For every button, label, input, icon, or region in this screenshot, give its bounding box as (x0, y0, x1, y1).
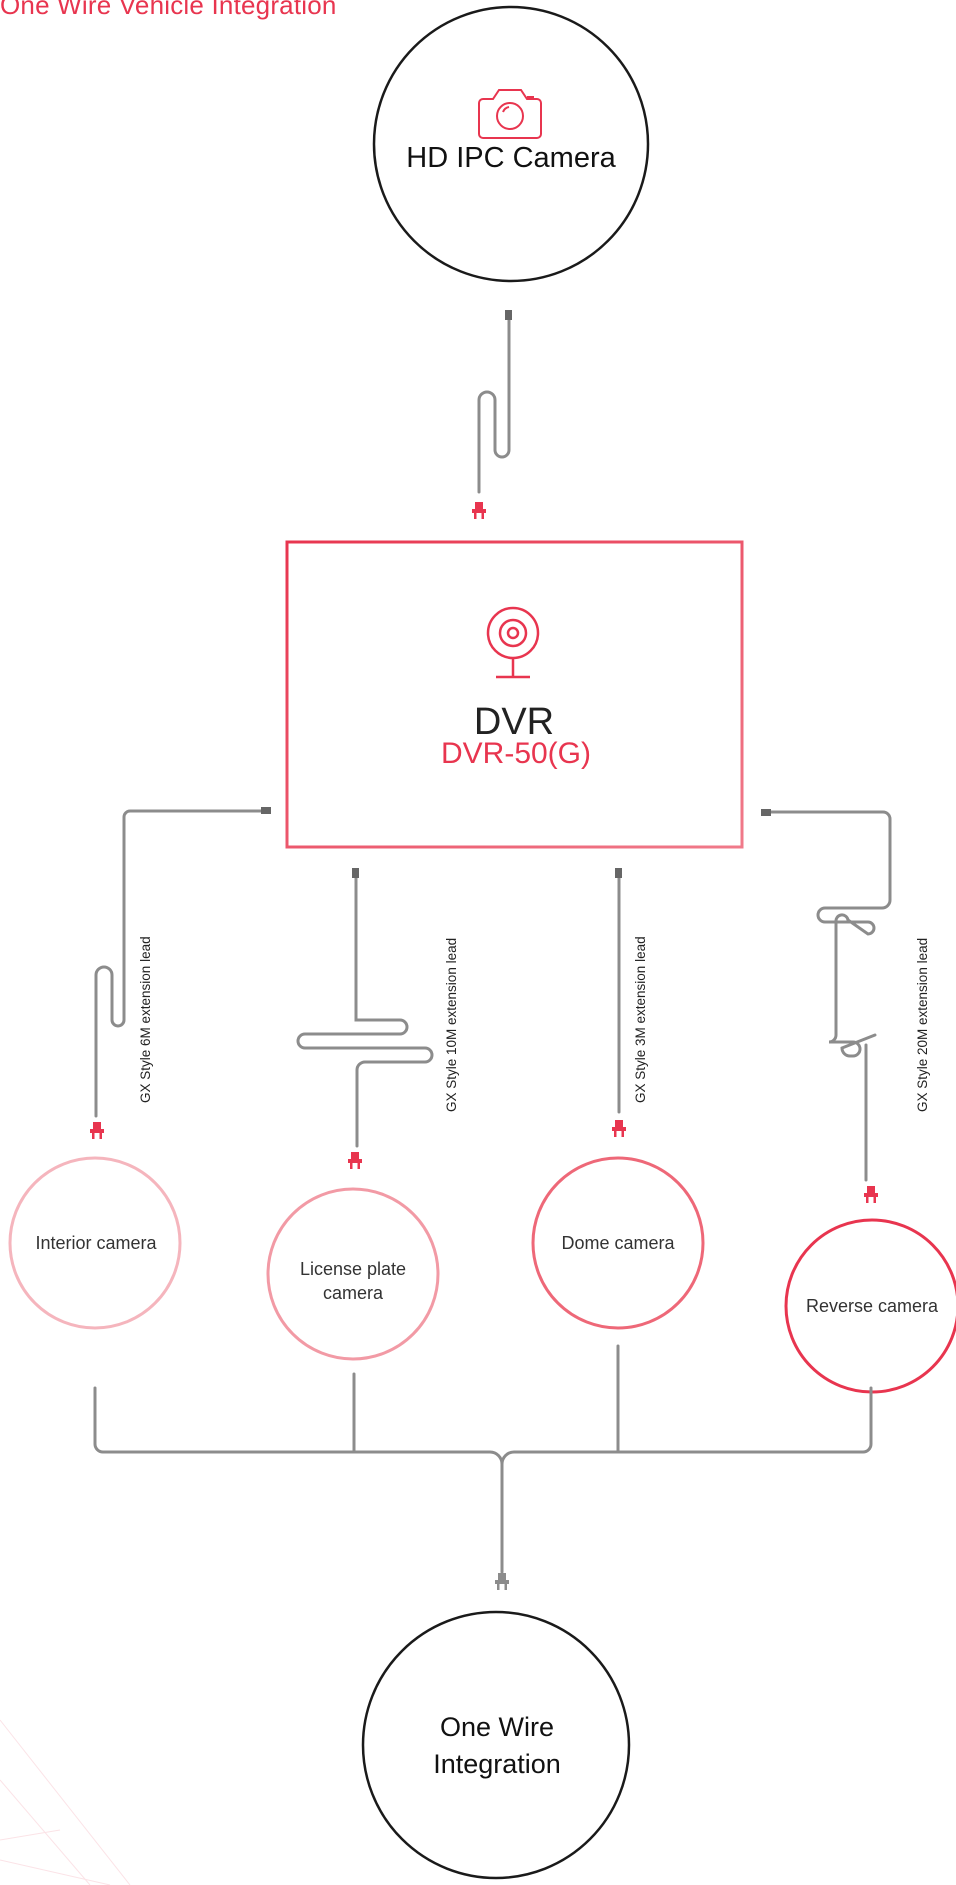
license-camera-label-line1: License plate (300, 1259, 406, 1279)
reverse-camera-label: Reverse camera (806, 1296, 939, 1316)
integration-bus (93, 1344, 873, 1574)
red-plug-icon (348, 1152, 362, 1169)
webcam-icon (486, 606, 540, 679)
red-plug-icon (612, 1120, 626, 1137)
integration-label-line2: Integration (433, 1749, 561, 1779)
reverse-lead-label: GX Style 20M extension lead (915, 938, 930, 1112)
interior-lead-label: GX Style 6M extension lead (138, 936, 153, 1103)
reverse-cable-connector (761, 809, 771, 816)
integration-label-line1: One Wire (440, 1712, 554, 1742)
dvr-label: DVR (474, 701, 554, 743)
dvr-model: DVR-50(G) (441, 737, 591, 770)
dvr-box[interactable]: DVR DVR-50(G) (285, 540, 744, 849)
license-camera-cable (296, 874, 434, 1148)
one-wire-integration-node[interactable]: One Wire Integration (361, 1610, 631, 1880)
background-decoration (0, 1719, 131, 1885)
red-plug-icon (90, 1122, 104, 1139)
hd-camera-cable (477, 316, 511, 494)
reverse-camera-node[interactable]: Reverse camera (784, 1218, 956, 1394)
interior-camera-node[interactable]: Interior camera (8, 1156, 182, 1330)
red-plug-icon (472, 502, 486, 519)
interior-camera-label: Interior camera (35, 1233, 157, 1253)
interior-cable-connector (261, 807, 271, 814)
gray-plug-icon (495, 1573, 509, 1590)
hd-camera-cable-connector (505, 310, 512, 320)
license-cable-connector (352, 868, 359, 878)
dome-lead-label: GX Style 3M extension lead (633, 936, 648, 1103)
license-lead-label: GX Style 10M extension lead (444, 938, 459, 1112)
license-camera-node[interactable]: License plate camera (266, 1187, 440, 1361)
page-title: One Wire Vehicle Integration (0, 0, 337, 20)
reverse-camera-cable (768, 810, 892, 1182)
license-camera-label-line2: camera (323, 1283, 384, 1303)
hd-camera-label: HD IPC Camera (406, 142, 616, 174)
dome-camera-node[interactable]: Dome camera (531, 1156, 705, 1330)
dome-cable-connector (615, 868, 622, 878)
red-plug-icon (864, 1186, 878, 1203)
dome-camera-label: Dome camera (561, 1233, 675, 1253)
interior-camera-cable (94, 809, 266, 1118)
camera-icon (478, 89, 542, 139)
hd-camera-node[interactable]: HD IPC Camera (372, 5, 650, 283)
